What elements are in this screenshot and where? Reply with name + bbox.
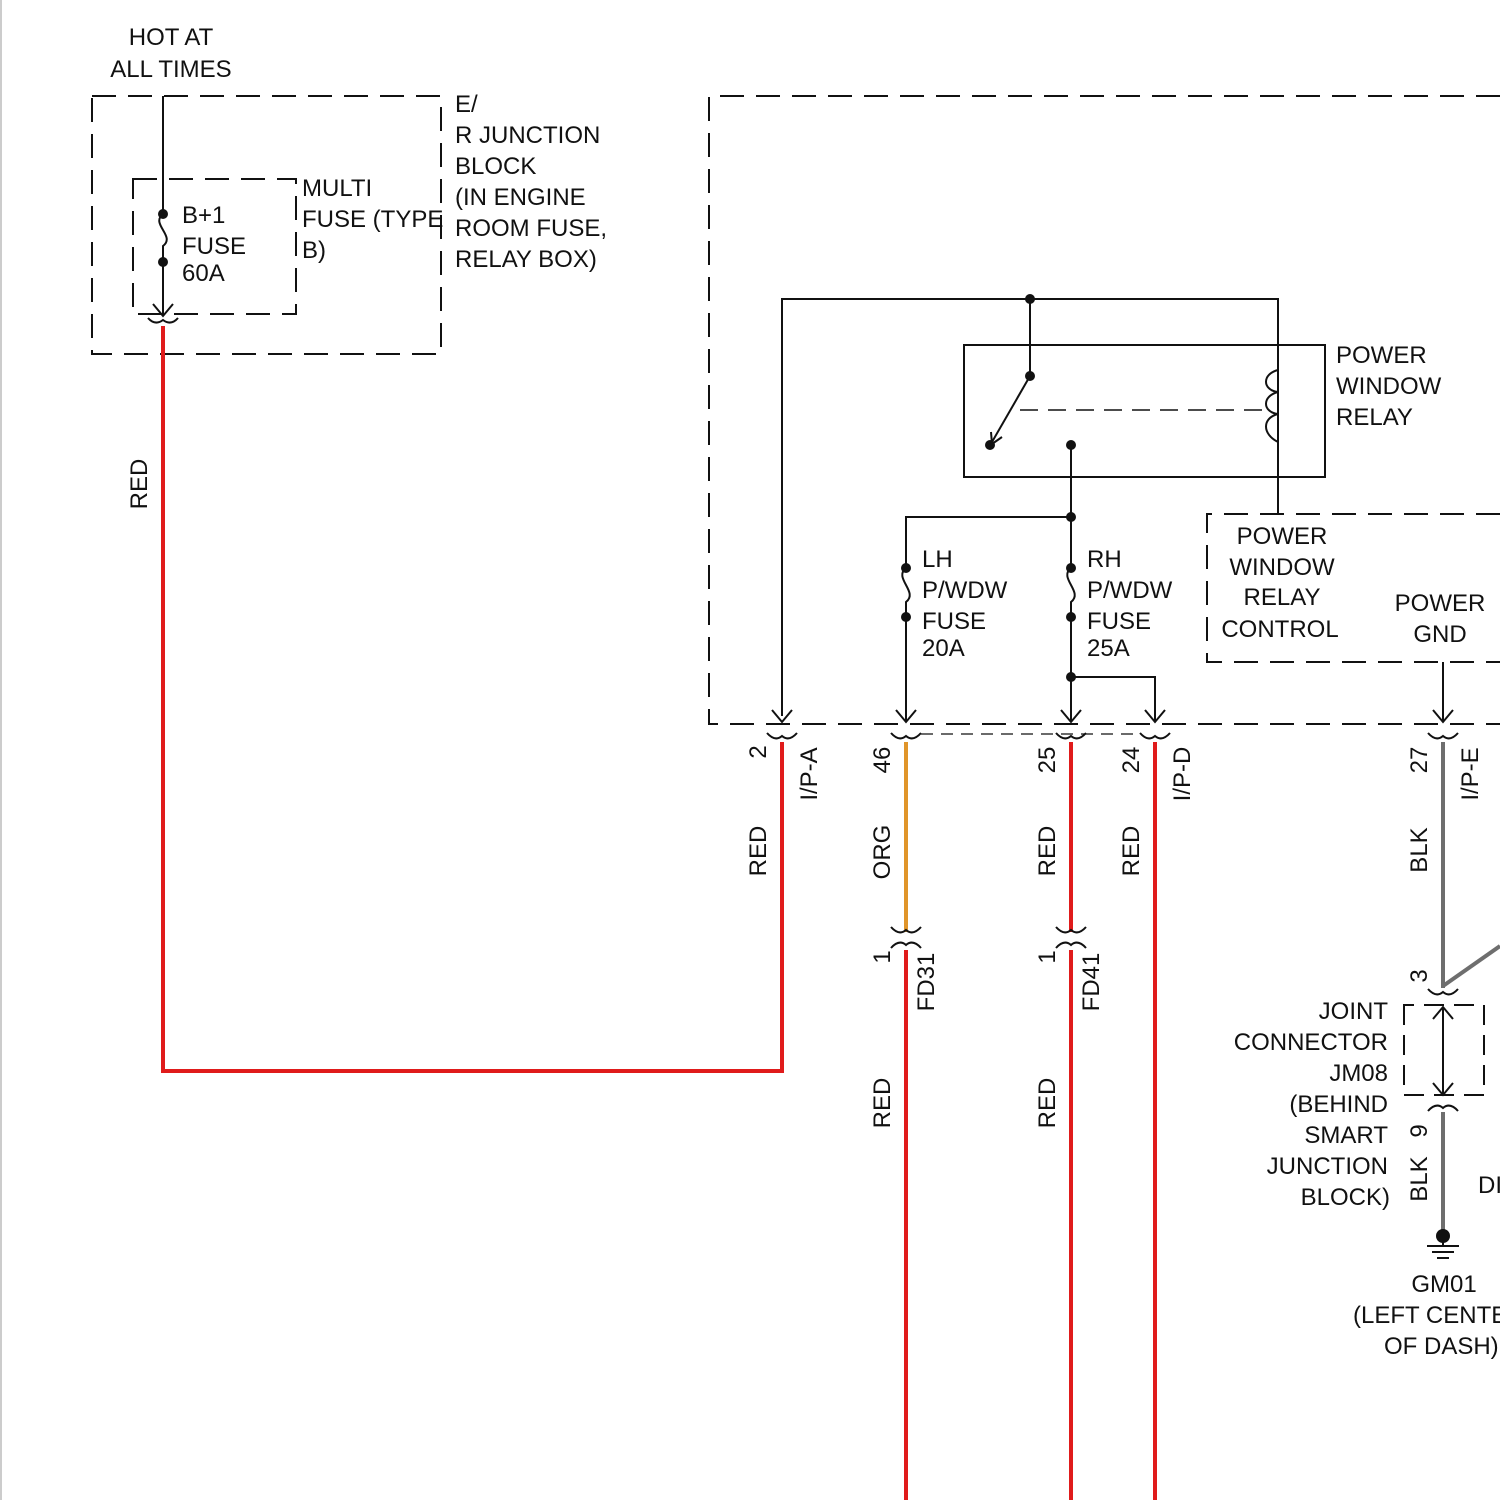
svg-text:RELAY BOX): RELAY BOX) xyxy=(455,246,597,273)
ipd-wire-color: RED xyxy=(1118,826,1145,877)
svg-text:FUSE (TYPE: FUSE (TYPE xyxy=(302,206,443,233)
relay-switch xyxy=(985,299,1270,450)
power-window-relay-label: POWER WINDOW RELAY xyxy=(1336,342,1442,431)
rh-pwdw-fuse-label: RH P/WDW FUSE 25A xyxy=(1087,546,1173,662)
svg-text:CONNECTOR: CONNECTOR xyxy=(1234,1029,1388,1056)
svg-text:JOINT: JOINT xyxy=(1319,998,1389,1025)
ground-gm01-label: GM01 (LEFT CENTE OF DASH) xyxy=(1353,1271,1500,1360)
svg-text:GM01: GM01 xyxy=(1411,1271,1476,1298)
svg-text:25A: 25A xyxy=(1087,635,1130,662)
svg-text:R JUNCTION: R JUNCTION xyxy=(455,122,600,149)
blk-wire-branch xyxy=(1443,946,1500,986)
svg-text:20A: 20A xyxy=(922,635,965,662)
svg-text:RELAY: RELAY xyxy=(1336,404,1413,431)
svg-text:ALL TIMES: ALL TIMES xyxy=(110,56,231,83)
fd31-pin-number: 1 xyxy=(869,950,896,963)
ipd-connector-name: I/P-D xyxy=(1169,747,1196,802)
svg-text:RELAY: RELAY xyxy=(1244,584,1321,611)
svg-text:GND: GND xyxy=(1413,621,1466,648)
relay-coil xyxy=(1266,370,1278,442)
red-wire-b1-to-ipa xyxy=(163,326,782,1071)
svg-text:OF DASH): OF DASH) xyxy=(1384,1333,1499,1360)
svg-text:MULTI: MULTI xyxy=(302,175,372,202)
lh-pwdw-fuse-symbol xyxy=(896,563,916,722)
svg-text:B+1: B+1 xyxy=(182,202,225,229)
svg-text:FUSE: FUSE xyxy=(1087,608,1151,635)
ground-symbol xyxy=(1427,1229,1459,1258)
pin46-wire-color: ORG xyxy=(869,825,896,880)
ipa-wire-color: RED xyxy=(745,826,772,877)
svg-text:POWER: POWER xyxy=(1336,342,1427,369)
pin46-number: 46 xyxy=(869,747,896,774)
svg-text:(IN ENGINE: (IN ENGINE xyxy=(455,184,586,211)
fd31-connector-name: FD31 xyxy=(913,953,940,1012)
svg-text:CONTROL: CONTROL xyxy=(1221,616,1338,643)
ipe-wire-color: BLK xyxy=(1406,827,1433,872)
power-gnd-label: POWER GND xyxy=(1395,590,1486,648)
svg-text:HOT AT: HOT AT xyxy=(129,24,214,51)
er-junction-block-label: E/ R JUNCTION BLOCK (IN ENGINE ROOM FUSE… xyxy=(455,91,607,273)
svg-text:B): B) xyxy=(302,237,326,264)
joint-bottom-wire-color: BLK xyxy=(1406,1156,1433,1201)
svg-text:E/: E/ xyxy=(455,91,478,118)
svg-text:WINDOW: WINDOW xyxy=(1229,554,1335,581)
svg-text:SMART: SMART xyxy=(1304,1122,1388,1149)
b1-fuse-label: B+1 FUSE 60A xyxy=(182,202,246,287)
fd31-connector-symbol xyxy=(891,927,921,948)
svg-text:FUSE: FUSE xyxy=(922,608,986,635)
red-wire-label-b1: RED xyxy=(126,459,153,510)
svg-text:JUNCTION: JUNCTION xyxy=(1267,1153,1388,1180)
relay-control-label: POWER WINDOW RELAY CONTROL xyxy=(1221,523,1338,643)
svg-text:POWER: POWER xyxy=(1395,590,1486,617)
lh-pwdw-fuse-label: LH P/WDW FUSE 20A xyxy=(922,546,1008,662)
power-gnd-line xyxy=(1433,662,1453,722)
fd31-wire-color: RED xyxy=(869,1078,896,1129)
ipe-connector-name: I/P-E xyxy=(1457,747,1484,800)
ipa-pin-number: 2 xyxy=(745,745,772,758)
svg-text:FUSE: FUSE xyxy=(182,233,246,260)
ipd-pin-number: 24 xyxy=(1118,747,1145,774)
svg-text:(LEFT CENTE: (LEFT CENTE xyxy=(1353,1302,1500,1329)
svg-text:LH: LH xyxy=(922,546,953,573)
hot-at-all-times-label: HOT AT ALL TIMES xyxy=(110,24,231,83)
ipa-connector-name: I/P-A xyxy=(796,747,823,800)
connector-terminals-main xyxy=(767,733,1458,738)
fd41-connector-symbol xyxy=(1056,927,1086,948)
joint-pin-top: 3 xyxy=(1406,969,1433,982)
cut-off-label: DI xyxy=(1478,1172,1500,1199)
svg-text:(BEHIND: (BEHIND xyxy=(1289,1091,1388,1118)
svg-text:BLOCK): BLOCK) xyxy=(1301,1184,1390,1211)
multi-fuse-label: MULTI FUSE (TYPE B) xyxy=(302,175,443,264)
svg-text:RH: RH xyxy=(1087,546,1122,573)
svg-text:JM08: JM08 xyxy=(1329,1060,1388,1087)
joint-pin-bottom: 9 xyxy=(1406,1124,1433,1137)
svg-text:P/WDW: P/WDW xyxy=(1087,577,1173,604)
joint-connector-label: JOINT CONNECTOR JM08 (BEHIND SMART JUNCT… xyxy=(1234,998,1390,1211)
svg-text:WINDOW: WINDOW xyxy=(1336,373,1442,400)
svg-text:POWER: POWER xyxy=(1237,523,1328,550)
fd41-connector-name: FD41 xyxy=(1078,953,1105,1012)
joint-connector-symbol xyxy=(1404,989,1484,1111)
fd41-pin-number: 1 xyxy=(1034,950,1061,963)
svg-text:60A: 60A xyxy=(182,260,225,287)
b1-fuse-symbol xyxy=(148,96,178,323)
svg-text:BLOCK: BLOCK xyxy=(455,153,536,180)
svg-text:P/WDW: P/WDW xyxy=(922,577,1008,604)
fd41-wire-color: RED xyxy=(1034,1078,1061,1129)
pin25-wire-color: RED xyxy=(1034,826,1061,877)
svg-text:ROOM FUSE,: ROOM FUSE, xyxy=(455,215,607,242)
ipe-pin-number: 27 xyxy=(1406,747,1433,774)
pin25-number: 25 xyxy=(1034,747,1061,774)
